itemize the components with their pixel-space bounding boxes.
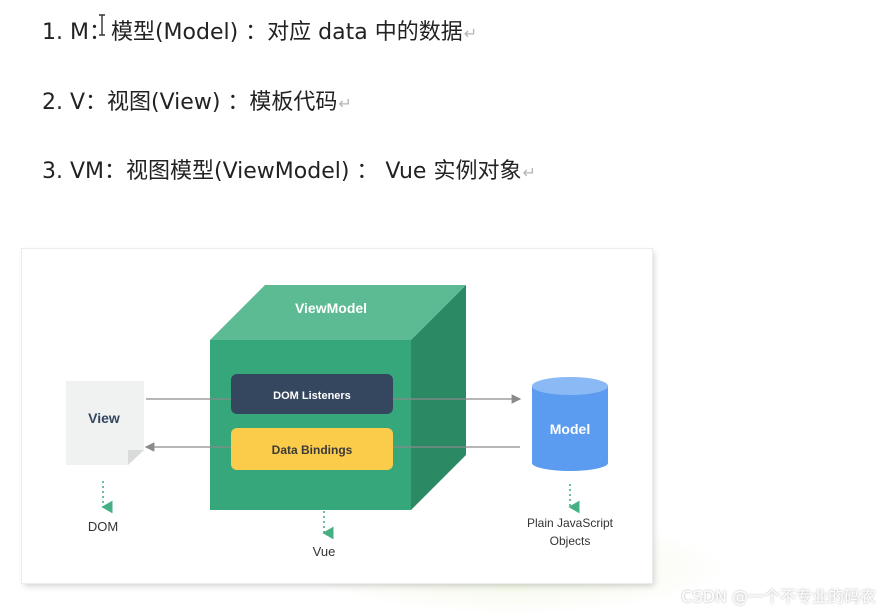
view-document-icon	[66, 381, 144, 465]
cube-front-face	[210, 340, 411, 510]
definition-text: 3. VM：视图模型(ViewModel) ： Vue 实例对象	[42, 159, 522, 184]
definition-text: 1. M：模型(Model) ：对应 data 中的数据	[42, 20, 463, 45]
definition-line-v: 2. V：视图(View) ：模板代码↵	[42, 88, 352, 119]
return-mark-icon: ↵	[522, 163, 536, 182]
model-label: Model	[550, 421, 590, 437]
plain-js-label-line2: Objects	[550, 534, 591, 548]
data-bindings-box	[231, 428, 393, 470]
dom-label: DOM	[88, 519, 118, 534]
definition-line-vm: 3. VM：视图模型(ViewModel) ： Vue 实例对象↵	[42, 157, 536, 188]
viewmodel-label: ViewModel	[295, 300, 367, 316]
view-document-fold	[128, 450, 144, 465]
model-cylinder-body	[532, 386, 608, 463]
return-mark-icon: ↵	[338, 94, 352, 113]
definition-line-m: 1. M：模型(Model) ：对应 data 中的数据↵	[42, 18, 477, 49]
definition-text: 2. V：视图(View) ：模板代码	[42, 90, 338, 115]
dom-listeners-label: DOM Listeners	[273, 390, 351, 402]
cube-top-face	[210, 285, 466, 340]
csdn-watermark: CSDN @一个不专业的码农	[681, 587, 876, 606]
mvvm-diagram-svg: ViewModel DOM Listeners Data Bindings Vi…	[66, 285, 614, 559]
return-mark-icon: ↵	[463, 24, 478, 43]
mvvm-diagram: ViewModel DOM Listeners Data Bindings Vi…	[22, 249, 652, 583]
data-bindings-label: Data Bindings	[272, 443, 353, 457]
view-label: View	[88, 410, 120, 426]
model-cylinder-bottom	[532, 455, 608, 471]
dom-listeners-box	[231, 374, 393, 414]
plain-js-label-line1: Plain JavaScript	[527, 516, 614, 530]
text-cursor-icon	[99, 14, 105, 36]
vue-label: Vue	[313, 544, 336, 559]
model-cylinder-top	[532, 377, 608, 395]
cube-side-face	[411, 285, 466, 510]
